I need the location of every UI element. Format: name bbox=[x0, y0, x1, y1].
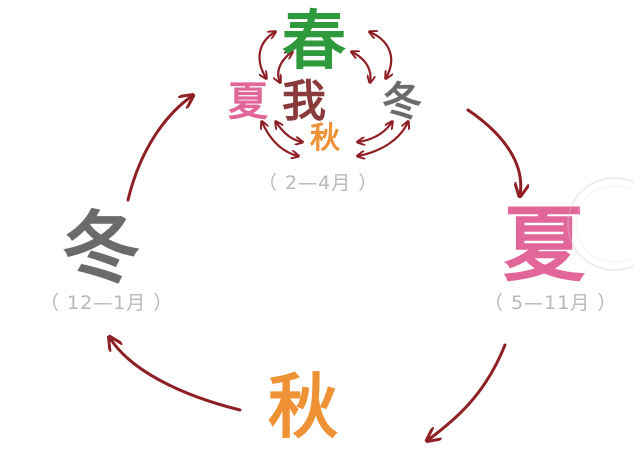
small-arrow-spring-winter-a bbox=[370, 32, 391, 78]
outer-winter-label: 冬 bbox=[62, 204, 141, 294]
small-arrow-spring-summer-a bbox=[258, 32, 275, 78]
outer-winter-range-label: （ 12—1月 ） bbox=[40, 292, 174, 314]
center-winter-label: 冬 bbox=[382, 79, 422, 125]
center-self-label: 我 bbox=[282, 76, 326, 127]
watermark-seal-icon bbox=[567, 177, 634, 271]
outer-summer-label: 夏 bbox=[503, 198, 586, 293]
arrow-autumn-to-winter bbox=[110, 338, 242, 412]
center-range-label: （ 2—4月 ） bbox=[258, 172, 379, 194]
center-summer-label: 夏 bbox=[228, 79, 268, 125]
small-arrow-summer-autumn-b bbox=[276, 122, 302, 142]
small-arrow-spring-winter-b bbox=[352, 52, 370, 82]
arrow-winter-to-center bbox=[126, 96, 192, 202]
arrow-summer-to-autumn bbox=[428, 343, 507, 440]
small-arrow-winter-autumn-b bbox=[358, 122, 392, 142]
small-arrow-winter-autumn-a bbox=[358, 122, 408, 156]
small-arrow-spring-summer-b bbox=[278, 52, 292, 82]
arrow-center-to-summer bbox=[466, 108, 521, 195]
center-spring-label: 春 bbox=[282, 5, 346, 79]
outer-summer-range-label: （ 5—11月 ） bbox=[484, 292, 618, 314]
outer-autumn-label: 秋 bbox=[268, 366, 338, 448]
center-autumn-label: 秋 bbox=[310, 121, 340, 156]
